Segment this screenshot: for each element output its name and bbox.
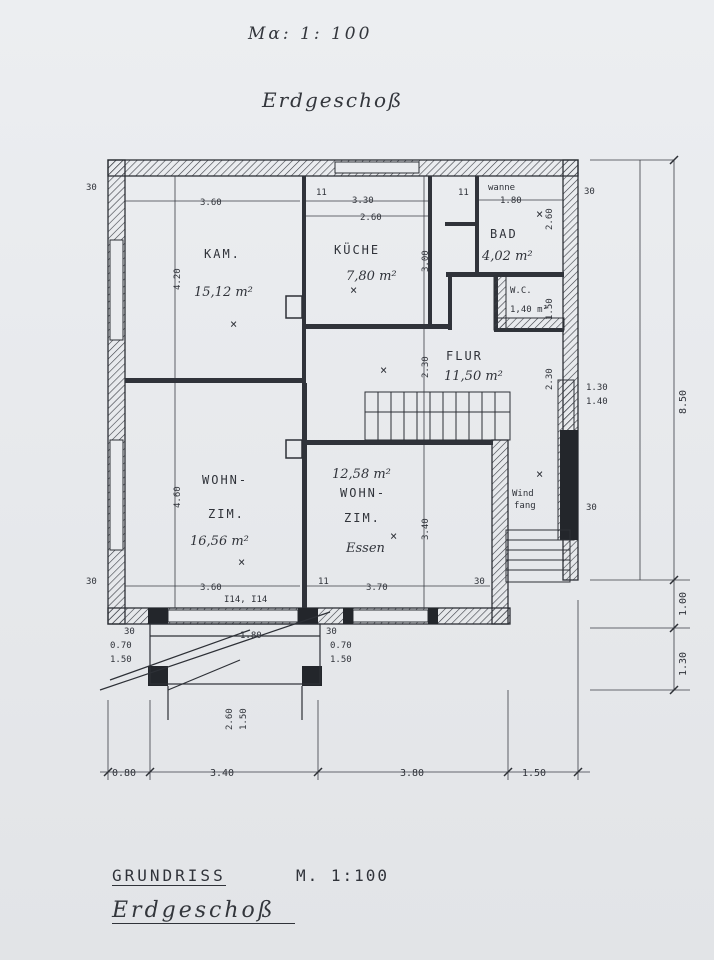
room-essen-label-2: ZIM. <box>344 511 381 525</box>
dim-3-70: 3.70 <box>366 583 388 593</box>
dim-30-f: 30 <box>124 627 135 637</box>
room-kam-area: 15,12 m² <box>194 285 253 300</box>
dim-1-50-right: 1.50 <box>330 655 352 665</box>
chain-1-50: 1.50 <box>522 768 546 779</box>
room-wohnzim-area: 16,56 m² <box>190 534 249 549</box>
svg-text:×: × <box>380 363 387 377</box>
dim-2-30b: 2.30 <box>545 368 555 390</box>
dim-30-e: 30 <box>474 577 485 587</box>
dim-30-g: 30 <box>326 627 337 637</box>
room-essen-area: 12,58 m² <box>332 467 391 482</box>
room-flur-area: 11,50 m² <box>444 369 503 384</box>
svg-text:×: × <box>230 317 237 331</box>
chain-0-80: 0.80 <box>112 768 136 779</box>
room-wohnzim-label-2: ZIM. <box>208 507 245 521</box>
room-flur-label: FLUR <box>446 349 483 363</box>
dim-3-60-bottom: 3.60 <box>200 583 222 593</box>
dim-30-d: 30 <box>586 503 597 513</box>
dim-1-50-stair: 1.50 <box>239 708 249 730</box>
svg-text:×: × <box>536 207 543 221</box>
dim-1-50-left: 1.50 <box>110 655 132 665</box>
scale-note: Mα: 1: 100 <box>248 24 373 44</box>
footer-scale: M. 1:100 <box>296 866 390 885</box>
dim-1-30: 1.30 <box>678 652 689 676</box>
dim-2-60b: 2.60 <box>545 208 555 230</box>
room-kueche-label: KÜCHE <box>334 241 380 257</box>
dim-4-60: 4.60 <box>173 486 183 508</box>
dim-1-30-right: 1.30 <box>586 383 608 393</box>
chain-3-80: 3.80 <box>400 768 424 779</box>
svg-text:×: × <box>390 529 397 543</box>
room-bad-area: 4,02 m² <box>481 249 533 264</box>
dim-1-00: 1.00 <box>678 592 689 616</box>
dim-0-70-left: 0.70 <box>110 641 132 651</box>
dim-3-40: 3.40 <box>421 518 431 540</box>
dim-4-20: 4.20 <box>173 268 183 290</box>
dim-11-b: 11 <box>318 577 329 587</box>
room-essen-label-1: WOHN- <box>340 486 386 500</box>
room-wc-label: W.C. <box>510 286 532 296</box>
dim-0-70-right: 0.70 <box>330 641 352 651</box>
dim-3-30: 3.30 <box>352 196 374 206</box>
svg-text:×: × <box>350 283 357 297</box>
plan-title: Erdgeschoß <box>262 88 404 112</box>
room-wc-area: 1,40 m² <box>510 305 548 315</box>
dimension-lines <box>100 159 690 780</box>
svg-text:×: × <box>536 467 543 481</box>
dim-2-60: 2.60 <box>360 213 382 223</box>
dim-2-30: 2.30 <box>421 356 431 378</box>
bad-wanne-label: wanne <box>488 183 515 193</box>
room-kam-label: KAM. <box>204 247 241 261</box>
footer-heading: GRUNDRISS <box>112 866 226 886</box>
room-bad-label: BAD <box>490 227 518 241</box>
dimension-ticks <box>103 155 679 777</box>
dim-2-60-stair: 2.60 <box>225 708 235 730</box>
dim-30-b: 30 <box>584 187 595 197</box>
footer-subtitle: Erdgeschoß <box>112 898 296 924</box>
dim-11-a: 11 <box>316 188 327 198</box>
window-label-i14: I14, I14 <box>224 595 267 605</box>
dim-1-80: 1.80 <box>500 196 522 206</box>
windfang-label-2: fang <box>514 501 536 511</box>
dim-8-50: 8.50 <box>678 390 689 414</box>
room-markers: × × × × × × × <box>230 207 543 569</box>
dim-11-c: 11 <box>458 188 469 198</box>
room-wohnzim-label-1: WOHN- <box>202 473 248 487</box>
room-essen-label-3: Essen <box>345 541 385 556</box>
window-openings <box>109 161 429 623</box>
room-kueche-area: 7,80 m² <box>346 269 397 284</box>
svg-text:×: × <box>238 555 245 569</box>
dim-1-40: 1.40 <box>586 397 608 407</box>
dim-3-00: 3.00 <box>421 250 431 272</box>
chain-3-40: 3.40 <box>210 768 234 779</box>
dim-30-c: 30 <box>86 577 97 587</box>
dim-30-a: 30 <box>86 183 97 193</box>
staircase <box>364 391 571 583</box>
dim-3-60-top: 3.60 <box>200 198 222 208</box>
windfang-label-1: Wind <box>512 489 534 499</box>
dim-1-80-terrace: 1.80 <box>240 631 262 641</box>
dim-1-50: 1.50 <box>545 298 555 320</box>
terrace <box>99 611 331 720</box>
